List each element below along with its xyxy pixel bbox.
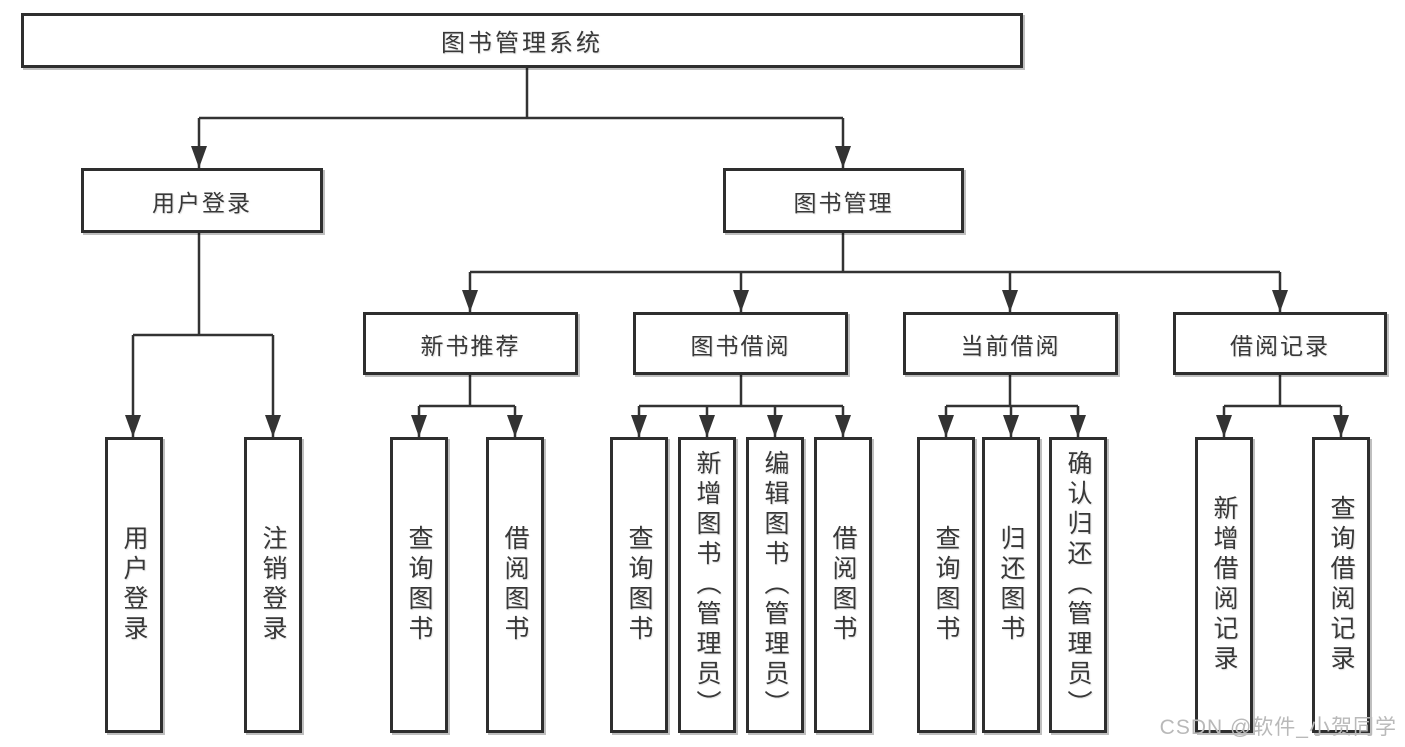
- node-label: 用户登录: [152, 189, 252, 216]
- node-return-book: 归还图书: [982, 437, 1040, 733]
- node-recommend-borrow-books: 借阅图书: [486, 437, 544, 733]
- node-user-login-leaf: 用户登录: [105, 437, 163, 733]
- node-label: 确认归还（管理员）: [1064, 450, 1092, 720]
- node-label: 查询借阅记录: [1327, 495, 1355, 675]
- node-label: 图书管理: [793, 189, 894, 216]
- node-query-borrow-record: 查询借阅记录: [1312, 437, 1370, 733]
- node-new-book-recommend: 新书推荐: [363, 312, 578, 375]
- node-label: 查询图书: [625, 525, 653, 645]
- node-logout-leaf: 注销登录: [244, 437, 302, 733]
- node-user-login-branch: 用户登录: [81, 168, 323, 233]
- node-label: 查询图书: [405, 525, 433, 645]
- node-edit-book-admin: 编辑图书（管理员）: [746, 437, 804, 733]
- node-label: 图书管理系统: [441, 30, 603, 57]
- arrowhead-icons: [125, 146, 1349, 437]
- node-current-query-books: 查询图书: [917, 437, 975, 733]
- node-recommend-query-books: 查询图书: [390, 437, 448, 733]
- node-label: 借阅图书: [829, 525, 857, 645]
- node-label: 借阅记录: [1230, 332, 1330, 359]
- node-add-book-admin: 新增图书（管理员）: [678, 437, 736, 733]
- node-add-borrow-record: 新增借阅记录: [1195, 437, 1253, 733]
- node-label: 新书推荐: [420, 332, 521, 359]
- csdn-watermark: CSDN @软件_小贺同学: [1159, 716, 1397, 739]
- node-label: 编辑图书（管理员）: [761, 450, 789, 720]
- node-current-borrowing: 当前借阅: [903, 312, 1118, 375]
- node-confirm-return-admin: 确认归还（管理员）: [1049, 437, 1107, 733]
- node-borrowing-query-books: 查询图书: [610, 437, 668, 733]
- node-label: 用户登录: [120, 525, 148, 645]
- node-label: 注销登录: [259, 525, 287, 645]
- node-label: 新增借阅记录: [1210, 495, 1238, 675]
- node-borrowing-borrow-books: 借阅图书: [814, 437, 872, 733]
- node-borrowing-records: 借阅记录: [1173, 312, 1387, 375]
- node-label: 借阅图书: [501, 525, 529, 645]
- node-label: 当前借阅: [960, 332, 1061, 359]
- node-label: 图书借阅: [690, 332, 791, 359]
- connector-path: [131, 68, 1343, 437]
- node-root-library-system: 图书管理系统: [21, 13, 1023, 68]
- node-label: 查询图书: [932, 525, 960, 645]
- node-book-borrowing: 图书借阅: [633, 312, 848, 375]
- node-label: 新增图书（管理员）: [693, 450, 721, 720]
- node-book-management-branch: 图书管理: [723, 168, 964, 233]
- node-label: 归还图书: [997, 525, 1025, 645]
